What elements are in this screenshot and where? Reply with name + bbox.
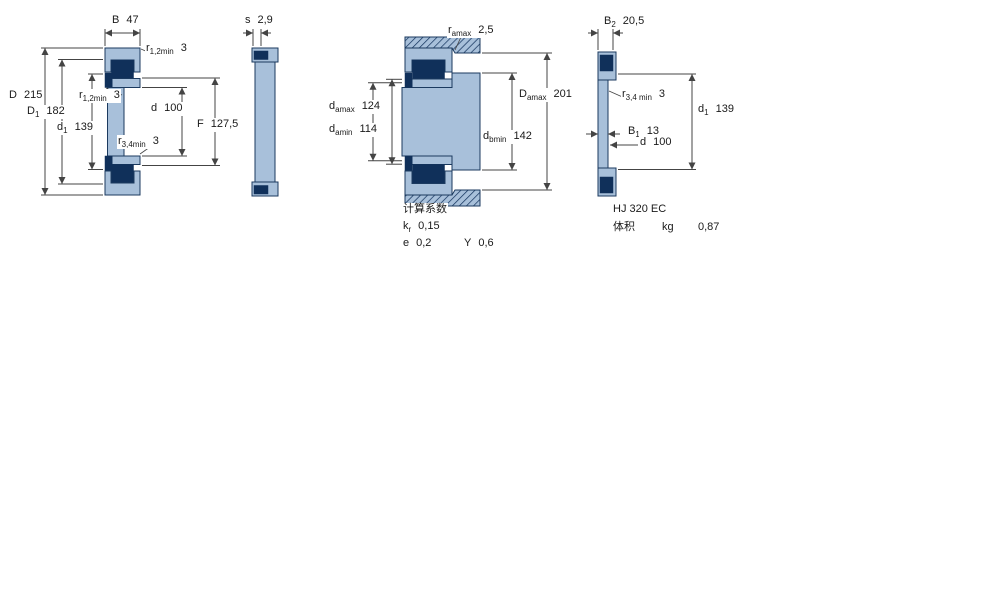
calc-factors-title: 计算系数 [402, 203, 448, 216]
hj-designation: HJ 320 EC [612, 203, 668, 216]
dimension-lines-angle-ring [586, 29, 696, 170]
mass-label: 体积 [612, 221, 636, 234]
dimension-lines-mounting [368, 36, 552, 191]
mounting-cross-section [401, 36, 481, 207]
mass-unit: kg [661, 221, 675, 234]
angle-ring-cross-section [597, 51, 617, 197]
dimension-lines-s [243, 29, 271, 46]
mass-value: 0,87 [697, 221, 721, 234]
ring-side-view [251, 47, 279, 197]
bearing-cross-section [104, 47, 141, 196]
